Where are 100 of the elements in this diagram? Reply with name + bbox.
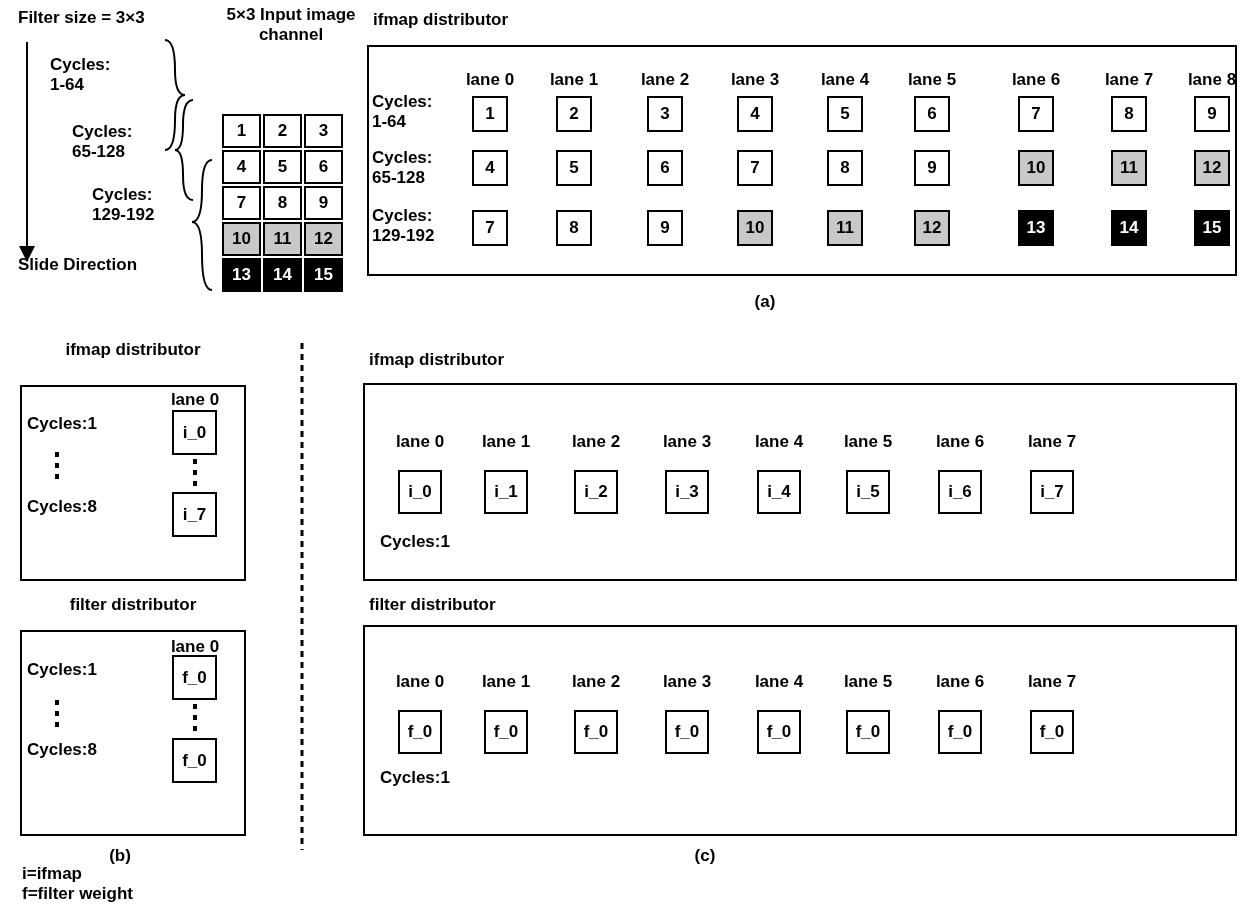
text-label: lane 0 xyxy=(169,637,221,657)
lane-slot: 3 xyxy=(647,96,683,132)
distributor-heading: filter distributor xyxy=(369,595,496,615)
lane-slot: i_1 xyxy=(484,470,528,514)
pixel-cell: 14 xyxy=(263,258,302,292)
lane-slot: 8 xyxy=(556,210,592,246)
lane-slot: i_2 xyxy=(574,470,618,514)
pixel-cell: 12 xyxy=(304,222,343,256)
lane-slot: 9 xyxy=(647,210,683,246)
text-label: lane 3 xyxy=(661,432,713,452)
lane-slot: 11 xyxy=(1111,150,1147,186)
text-label: lane 1 xyxy=(480,432,532,452)
lane-slot: f_0 xyxy=(172,655,217,700)
lane-slot: i_5 xyxy=(846,470,890,514)
lane-slot: 11 xyxy=(827,210,863,246)
lane-slot: i_7 xyxy=(1030,470,1074,514)
lane-slot: i_7 xyxy=(172,492,217,537)
text-label: lane 5 xyxy=(842,432,894,452)
lane-slot: f_0 xyxy=(1030,710,1074,754)
text-label: lane 6 xyxy=(934,432,986,452)
text-label: (c) xyxy=(693,846,717,866)
lane-slot: i_0 xyxy=(398,470,442,514)
text-label: f=filter weight xyxy=(22,884,134,904)
text-label: lane 6 xyxy=(1010,70,1062,90)
lane-slot: i_4 xyxy=(757,470,801,514)
text-label: lane 2 xyxy=(570,672,622,692)
lane-slot: 13 xyxy=(1018,210,1054,246)
lane-slot: i_0 xyxy=(172,410,217,455)
text-label: Cycles:1 xyxy=(27,414,98,434)
text-label: Cycles:1 xyxy=(380,532,451,552)
pixel-cell: 1 xyxy=(222,114,261,148)
text-label: lane 4 xyxy=(753,432,805,452)
text-label: lane 7 xyxy=(1026,432,1078,452)
pixel-cell: 4 xyxy=(222,150,261,184)
lane-slot: 12 xyxy=(914,210,950,246)
text-label: lane 5 xyxy=(906,70,958,90)
text-label: lane 6 xyxy=(934,672,986,692)
lane-slot: f_0 xyxy=(172,738,217,783)
text-label: lane 5 xyxy=(842,672,894,692)
lane-slot: 12 xyxy=(1194,150,1230,186)
text-label: lane 0 xyxy=(169,390,221,410)
lane-slot: 9 xyxy=(914,150,950,186)
text-label: Cycles: 65-128 xyxy=(72,122,134,162)
lane-slot: 15 xyxy=(1194,210,1230,246)
text-label: Cycles: 1-64 xyxy=(372,92,434,132)
text-label: Slide Direction xyxy=(18,255,139,275)
text-label: lane 2 xyxy=(570,432,622,452)
lane-slot: i_6 xyxy=(938,470,982,514)
text-label: Cycles: 129-192 xyxy=(92,185,156,225)
distributor-heading: ifmap distributor xyxy=(373,10,509,30)
pixel-cell: 11 xyxy=(263,222,302,256)
lane-slot: 1 xyxy=(472,96,508,132)
text-label: lane 8 xyxy=(1186,70,1238,90)
text-label: Cycles: 1-64 xyxy=(50,55,112,95)
lane-slot: f_0 xyxy=(665,710,709,754)
lane-slot: 4 xyxy=(472,150,508,186)
lane-slot: i_3 xyxy=(665,470,709,514)
text-label: lane 0 xyxy=(394,432,446,452)
text-label: lane 1 xyxy=(480,672,532,692)
lane-slot: 2 xyxy=(556,96,592,132)
lane-slot: 5 xyxy=(827,96,863,132)
lane-slot: 10 xyxy=(1018,150,1054,186)
pixel-cell: 13 xyxy=(222,258,261,292)
pixel-cell: 9 xyxy=(304,186,343,220)
lane-slot: 6 xyxy=(914,96,950,132)
text-label: lane 0 xyxy=(394,672,446,692)
lane-slot: 14 xyxy=(1111,210,1147,246)
pixel-cell: 8 xyxy=(263,186,302,220)
pixel-cell: 2 xyxy=(263,114,302,148)
lane-slot: 4 xyxy=(737,96,773,132)
pixel-cell: 3 xyxy=(304,114,343,148)
lane-slot: 7 xyxy=(737,150,773,186)
text-label: lane 1 xyxy=(548,70,600,90)
pixel-cell: 15 xyxy=(304,258,343,292)
lane-slot: f_0 xyxy=(757,710,801,754)
text-label: lane 3 xyxy=(661,672,713,692)
lane-slot: 9 xyxy=(1194,96,1230,132)
lane-slot: 6 xyxy=(647,150,683,186)
pixel-cell: 6 xyxy=(304,150,343,184)
lane-slot: f_0 xyxy=(484,710,528,754)
text-label: Cycles:8 xyxy=(27,740,98,760)
text-label: Cycles: 129-192 xyxy=(372,206,436,246)
lane-slot: 8 xyxy=(1111,96,1147,132)
pixel-cell: 10 xyxy=(222,222,261,256)
lane-slot: f_0 xyxy=(938,710,982,754)
text-label: lane 7 xyxy=(1103,70,1155,90)
distributor-heading: ifmap distributor xyxy=(64,340,202,360)
text-label: lane 4 xyxy=(753,672,805,692)
text-label: (b) xyxy=(108,846,132,866)
lane-slot: 8 xyxy=(827,150,863,186)
distributor-heading: filter distributor xyxy=(68,595,198,615)
text-label: lane 2 xyxy=(639,70,691,90)
text-label: Cycles:1 xyxy=(380,768,451,788)
text-label: i=ifmap xyxy=(22,864,83,884)
pixel-cell: 7 xyxy=(222,186,261,220)
lane-slot: f_0 xyxy=(574,710,618,754)
text-label: (a) xyxy=(753,292,777,312)
lane-slot: 10 xyxy=(737,210,773,246)
text-label: Cycles: 65-128 xyxy=(372,148,434,188)
pixel-cell: 5 xyxy=(263,150,302,184)
